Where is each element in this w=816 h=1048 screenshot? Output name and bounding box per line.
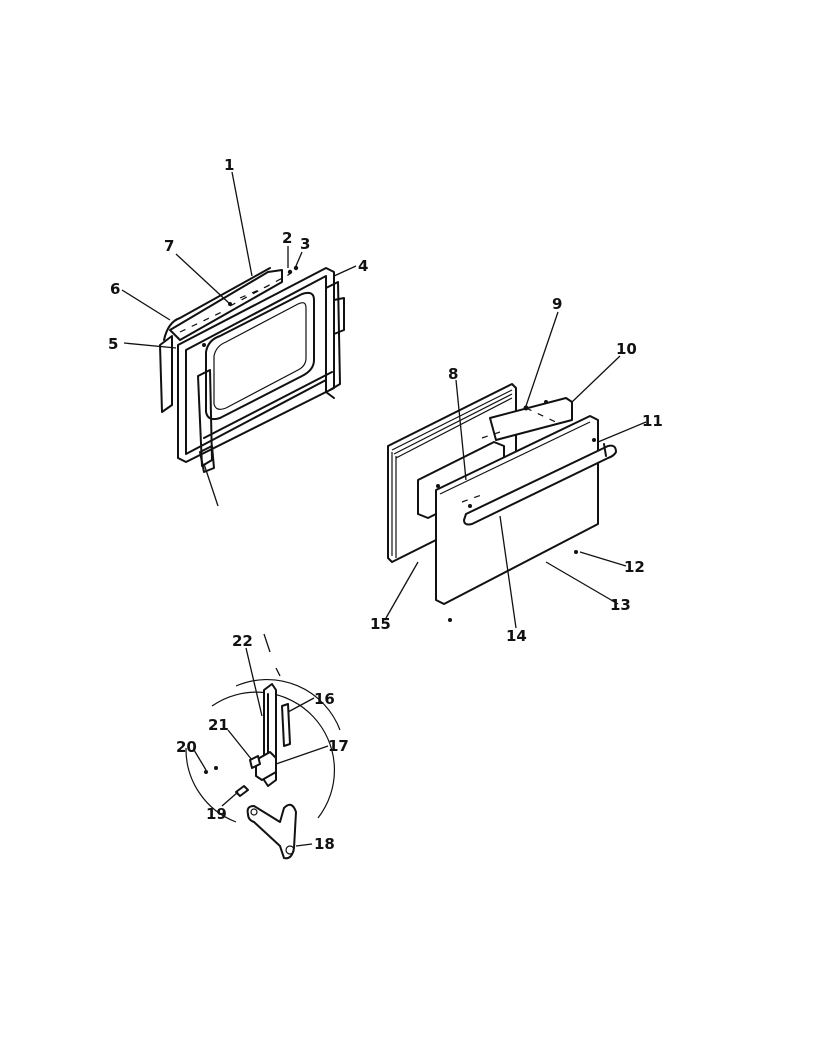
outer-door-assembly xyxy=(387,383,617,622)
callouts: 1 2 3 4 5 6 7 8 9 10 11 12 13 14 15 16 1… xyxy=(108,156,663,853)
callout-1: 1 xyxy=(224,156,234,174)
callout-5: 5 xyxy=(108,335,118,353)
callout-11: 11 xyxy=(642,412,663,430)
callout-12: 12 xyxy=(624,558,645,576)
hinge-detail xyxy=(185,633,341,860)
leader-lines xyxy=(121,171,647,847)
callout-18: 18 xyxy=(314,835,335,853)
callout-10: 10 xyxy=(616,340,637,358)
callout-19: 19 xyxy=(206,805,227,823)
callout-17: 17 xyxy=(328,737,349,755)
callout-8: 8 xyxy=(448,365,458,383)
callout-9: 9 xyxy=(552,295,562,313)
callout-15: 15 xyxy=(370,615,391,633)
callout-3: 3 xyxy=(300,235,310,253)
door-frame-assembly xyxy=(159,265,345,473)
callout-13: 13 xyxy=(610,596,631,614)
callout-14: 14 xyxy=(506,627,527,645)
callout-2: 2 xyxy=(282,229,292,247)
callout-21: 21 xyxy=(208,716,229,734)
callout-6: 6 xyxy=(110,280,120,298)
callout-20: 20 xyxy=(176,738,197,756)
callout-4: 4 xyxy=(358,257,368,275)
callout-22: 22 xyxy=(232,632,253,650)
callout-16: 16 xyxy=(314,690,335,708)
callout-7: 7 xyxy=(164,237,174,255)
